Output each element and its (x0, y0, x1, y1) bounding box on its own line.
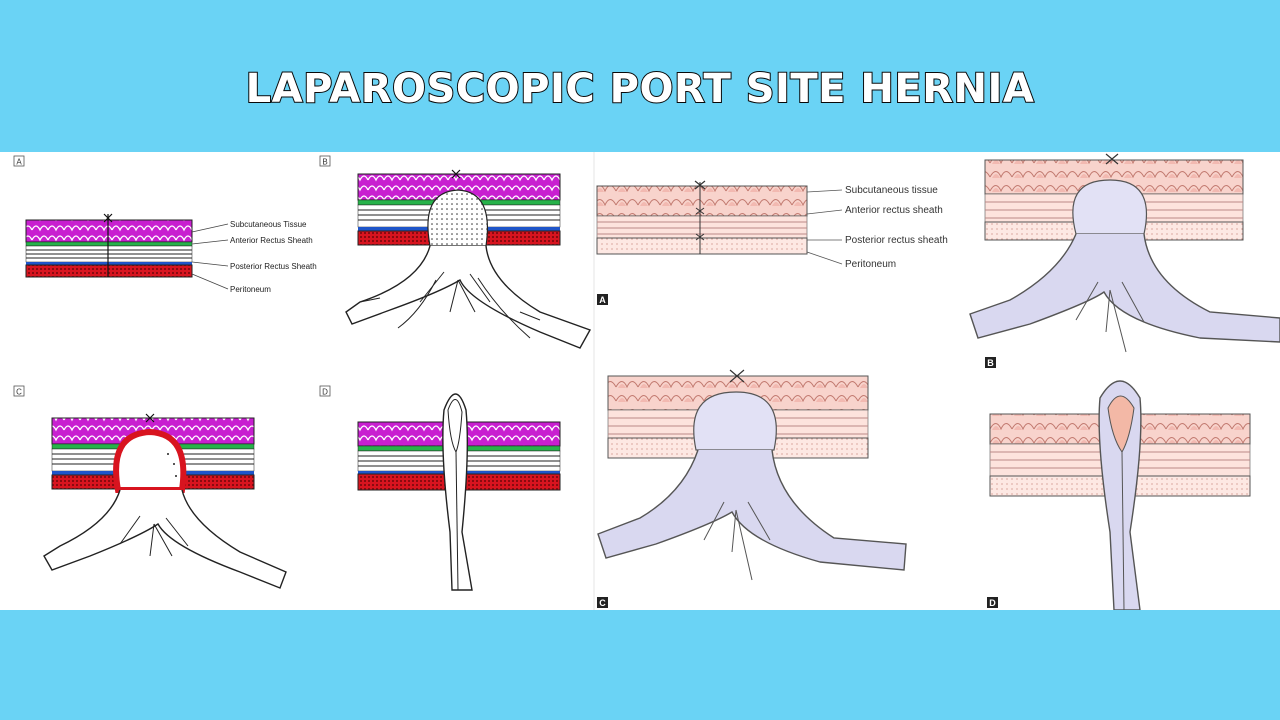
left-label-posterior: Posterior Rectus Sheath (230, 262, 317, 271)
left-panel-c-label: C (16, 388, 22, 397)
right-label-posterior: Posterior rectus sheath (845, 235, 948, 246)
figure-area: A Subcutaneous Tissue Anterior Rectus Sh… (0, 152, 1280, 610)
left-label-peritoneum: Peritoneum (230, 285, 271, 294)
right-panel-a: Subcutaneous tissue Anterior rectus shea… (596, 180, 948, 305)
left-panel-a: A Subcutaneous Tissue Anterior Rectus Sh… (13, 155, 317, 294)
left-panel-b: B (319, 155, 592, 349)
right-panel-b-label: B (987, 358, 994, 368)
left-panel-d: D (319, 385, 561, 591)
right-label-anterior: Anterior rectus sheath (845, 205, 943, 216)
left-label-anterior: Anterior Rectus Sheath (230, 236, 313, 245)
right-panel-d-label: D (989, 598, 996, 608)
slide-title: LAPAROSCOPIC PORT SITE HERNIA (245, 65, 1035, 113)
right-panel-c-label: C (599, 598, 606, 608)
left-panel-a-label: A (16, 158, 22, 167)
right-figure: Subcutaneous tissue Anterior rectus shea… (596, 153, 1280, 610)
right-label-peritoneum: Peritoneum (845, 259, 896, 270)
title-bar: LAPAROSCOPIC PORT SITE HERNIA (0, 0, 1280, 152)
left-figure: A Subcutaneous Tissue Anterior Rectus Sh… (13, 155, 592, 591)
bottom-bar (0, 610, 1280, 720)
right-panel-b: B (969, 153, 1280, 368)
right-label-subcutaneous: Subcutaneous tissue (845, 185, 938, 196)
right-panel-a-label: A (599, 295, 606, 305)
left-panel-b-label: B (322, 158, 327, 167)
left-label-subcutaneous: Subcutaneous Tissue (230, 220, 307, 229)
hernia-illustrations: A Subcutaneous Tissue Anterior Rectus Sh… (13, 152, 1280, 610)
left-panel-c: C (13, 385, 287, 589)
left-panel-d-label: D (322, 388, 328, 397)
right-panel-d: D (987, 380, 1251, 610)
right-panel-c: C (597, 369, 907, 608)
